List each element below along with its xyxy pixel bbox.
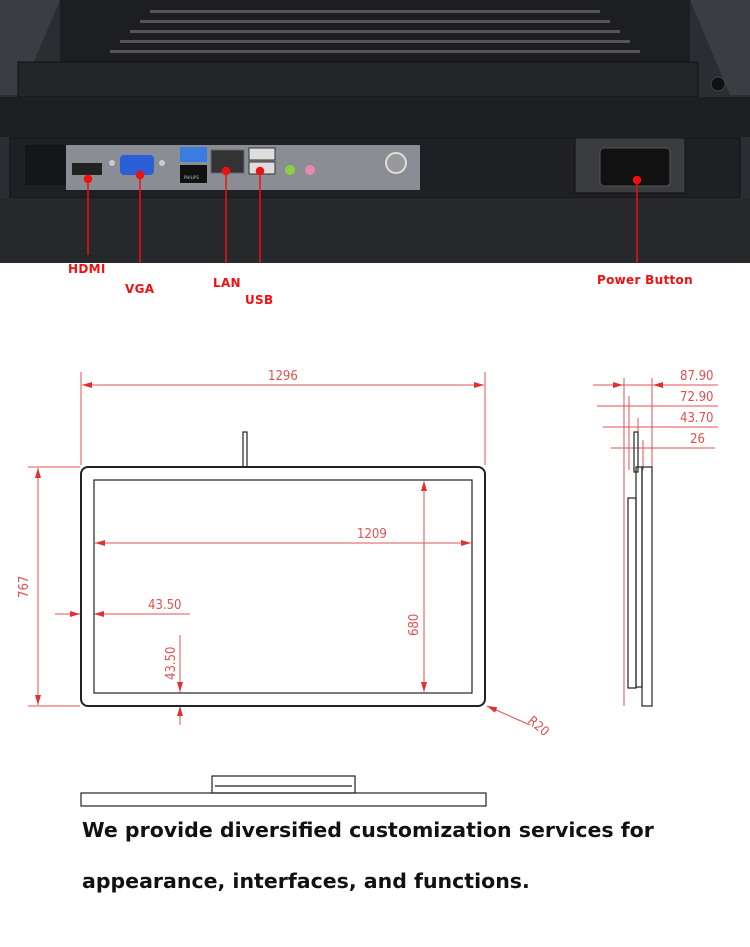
side-view-back: [627, 497, 637, 689]
dimension-drawing: 1296 767 1209 680 43.50 43.50 R20 87.90 …: [17, 369, 718, 807]
dim-depth-2: 72.90: [680, 390, 713, 405]
usb3-port: [180, 147, 207, 162]
usb-dongle: [180, 165, 207, 183]
vent-slots: [110, 10, 640, 53]
audio-out-jack: [285, 165, 295, 175]
dim-overall-height: 767: [17, 576, 32, 598]
front-view-antenna: [242, 431, 248, 468]
bottom-view-panel: [80, 792, 487, 807]
front-view-screen: [93, 479, 473, 694]
dim-side-bezel: 43.50: [148, 598, 181, 613]
side-view-panel: [641, 466, 653, 707]
lan-label: LAN: [213, 276, 241, 290]
dim-screen-height: 680: [407, 614, 422, 636]
dim-bottom-bezel: 43.50: [164, 647, 179, 680]
dim-depth-4: 26: [690, 432, 705, 447]
hdmi-port: [72, 163, 102, 175]
hdmi-label: HDMI: [68, 262, 106, 276]
front-view-outline: [80, 466, 486, 707]
vga-port: [120, 155, 154, 175]
dim-overall-width: 1296: [268, 369, 298, 384]
dim-depth-3: 43.70: [680, 411, 713, 426]
dim-depth-total: 87.90: [680, 369, 713, 384]
vga-label: VGA: [125, 282, 155, 296]
power-button-label: Power Button: [597, 273, 693, 287]
side-view-antenna: [633, 431, 639, 473]
product-rear-io-photo: PHILIPS: [0, 0, 750, 263]
mic-in-jack: [305, 165, 315, 175]
caption-line-2: appearance, interfaces, and functions.: [82, 869, 530, 893]
dongle-brand-text: PHILIPS: [184, 175, 199, 180]
bottom-view-back: [211, 775, 356, 794]
power-socket: [599, 147, 671, 187]
caption-line-1: We provide diversified customization ser…: [82, 818, 654, 842]
dim-screen-width: 1209: [357, 527, 387, 542]
power-button: [385, 152, 407, 174]
callout-lines: [83, 166, 642, 263]
usb-label: USB: [245, 293, 274, 307]
dim-corner-radius: R20: [524, 714, 551, 740]
